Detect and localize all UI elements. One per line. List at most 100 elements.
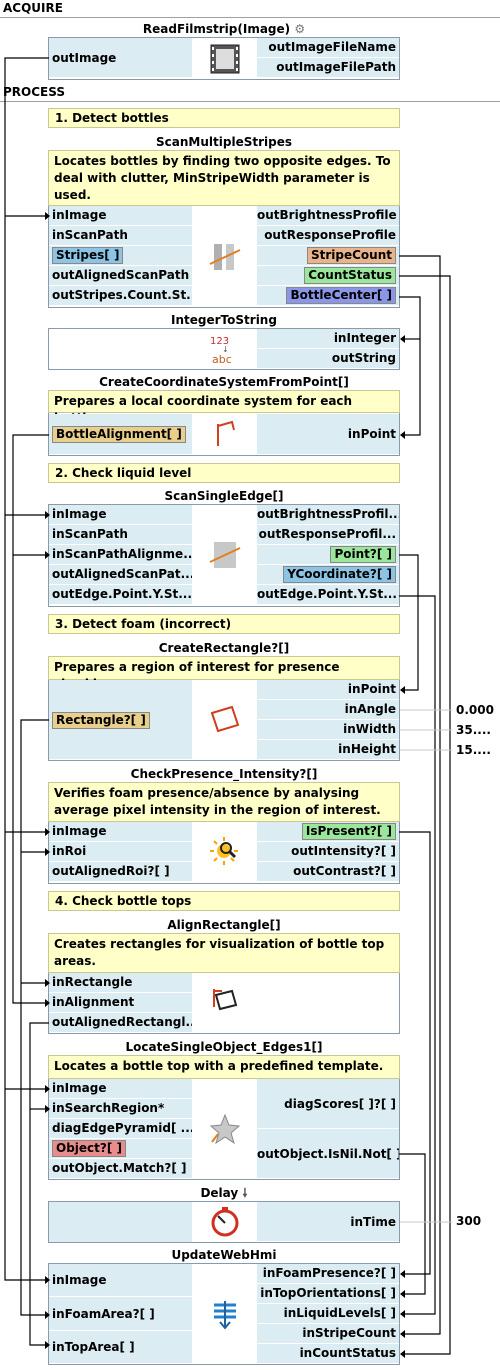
port-in-count-status[interactable]: inCountStatus [257,1344,399,1364]
port-bottle-center[interactable]: BottleCenter[ ] [257,286,399,306]
comment-check-liquid-level[interactable]: 2. Check liquid level [48,463,400,483]
port-out-object-is-nil-not[interactable]: outObject.IsNil.Not[ ] [257,1129,399,1179]
port-in-roi[interactable]: inRoi [49,842,192,862]
block-title-delay[interactable]: Delay 🠗 [48,1185,400,1201]
block-title-align-rectangle[interactable]: AlignRectangle[] [167,918,281,932]
port-bottle-alignment[interactable]: BottleAlignment[ ] [49,414,192,455]
port-out-string[interactable]: outString [257,349,399,369]
port-out-image[interactable]: outImage [49,38,192,78]
port-out-aligned-scan-path[interactable]: outAlignedScanPat... [49,565,192,585]
port-in-point[interactable]: inPoint [257,680,399,700]
block-description: Prepares a local coordinate system for e… [48,390,400,425]
port-in-foam-presence[interactable]: inFoamPresence?[ ] [257,1264,399,1284]
port-out-response-profile[interactable]: outResponseProfil... [257,525,399,545]
port-in-image[interactable]: inImage [49,1264,192,1297]
block-title-integer-to-string[interactable]: IntegerToString [171,313,277,327]
block-title-update-web-hmi[interactable]: UpdateWebHmi [171,1248,277,1262]
block-title-scan-multiple-stripes[interactable]: ScanMultipleStripes [156,135,292,149]
port-out-image-file-path[interactable]: outImageFilePath [257,58,399,78]
web-hmi-upload-icon [214,1301,236,1330]
port-in-alignment[interactable]: inAlignment [49,993,192,1013]
port-in-integer[interactable]: inInteger [257,329,399,349]
port-in-height[interactable]: inHeight [257,740,399,760]
block-icon-area [192,329,257,369]
block-icon-area [192,206,257,306]
block-description: Locates a bottle top with a predefined t… [48,1055,400,1079]
comment-detect-bottles[interactable]: 1. Detect bottles [48,108,400,128]
port-in-foam-area[interactable]: inFoamArea?[ ] [49,1297,192,1331]
rectangle-icon [210,705,240,733]
port-in-width[interactable]: inWidth [257,720,399,740]
port-is-present[interactable]: IsPresent?[ ] [257,822,399,842]
number-to-text-icon: 123 ↓ abc [210,336,232,366]
block-title-create-rectangle[interactable]: CreateRectangle?[] [158,641,290,655]
port-stripes[interactable]: Stripes[ ] [49,246,192,266]
block-description: Verifies foam presence/absence by analys… [48,782,400,822]
block-title-scan-single-edge[interactable]: ScanSingleEdge[] [164,489,284,503]
port-out-intensity[interactable]: outIntensity?[ ] [257,842,399,862]
value-in-height[interactable]: 15.... [456,743,491,757]
port-in-scan-path[interactable]: inScanPath [49,226,192,246]
comment-detect-foam[interactable]: 3. Detect foam (incorrect) [48,614,400,634]
port-out-edge-point-y[interactable]: outEdge.Point.Y.St... [49,585,192,605]
coordinate-system-icon [217,420,235,446]
port-out-stripes-count[interactable]: outStripes.Count.St... [49,286,192,306]
port-tag: CountStatus [304,267,396,284]
block-title-locate-single-object[interactable]: LocateSingleObject_Edges1[] [125,1040,323,1054]
port-point[interactable]: Point?[ ] [257,545,399,565]
value-in-angle[interactable]: 0.000 [456,703,494,717]
port-in-image[interactable]: inImage [49,1079,192,1099]
port-in-image[interactable]: inImage [49,822,192,842]
section-process: PROCESS [3,85,65,99]
port-count-status[interactable]: CountStatus [257,266,399,286]
port-in-angle[interactable]: inAngle [257,700,399,720]
port-diag-edge-pyramid[interactable]: diagEdgePyramid[ ... [49,1119,192,1139]
svg-text:↓: ↓ [222,345,229,354]
port-diag-scores[interactable]: diagScores[ ]?[ ] [257,1079,399,1129]
port-in-scan-path[interactable]: inScanPath [49,525,192,545]
port-in-liquid-levels[interactable]: inLiquidLevels[ ] [257,1304,399,1324]
port-out-edge-point-y-out[interactable]: outEdge.Point.Y.St... [257,585,399,605]
port-in-image[interactable]: inImage [49,206,192,226]
block-title-check-presence[interactable]: CheckPresence_Intensity?[] [130,767,318,781]
block-description: Prepares a region of interest for presen… [48,656,400,691]
port-in-stripe-count[interactable]: inStripeCount [257,1324,399,1344]
port-out-contrast[interactable]: outContrast?[ ] [257,862,399,882]
port-out-object-match[interactable]: outObject.Match?[ ] [49,1159,192,1179]
port-out-aligned-rectangle[interactable]: outAlignedRectangl... [49,1013,192,1033]
port-in-time[interactable]: inTime [257,1202,399,1242]
value-in-time[interactable]: 300 [456,1214,482,1228]
port-tag: IsPresent?[ ] [301,823,396,840]
port-out-brightness-profile[interactable]: outBrightnessProfil... [257,505,399,525]
port-in-point[interactable]: inPoint [257,414,399,455]
port-in-scan-path-alignment[interactable]: inScanPathAlignme... [49,545,192,565]
gear-icon[interactable]: ⚙ [294,22,306,36]
block-title-text: Delay [200,1186,239,1200]
port-tag: Point?[ ] [330,546,396,563]
port-tag: Object?[ ] [52,1140,126,1157]
port-in-top-orientations[interactable]: inTopOrientations[ ] [257,1284,399,1304]
block-title-read-filmstrip[interactable]: ReadFilmstrip(Image) ⚙ [48,21,400,37]
intensity-magnifier-icon [210,837,238,865]
port-out-aligned-scan-path[interactable]: outAlignedScanPath [49,266,192,286]
port-tag: Stripes[ ] [52,247,124,264]
stopwatch-icon [211,1207,239,1237]
port-in-top-area[interactable]: inTopArea[ ] [49,1331,192,1364]
block-empty-inputs [49,1202,192,1242]
port-out-brightness-profile[interactable]: outBrightnessProfile [257,206,399,226]
scan-stripes-icon [209,244,241,270]
port-in-image[interactable]: inImage [49,505,192,525]
port-out-image-file-name[interactable]: outImageFileName [257,38,399,58]
port-in-rectangle[interactable]: inRectangle [49,973,192,993]
port-out-response-profile[interactable]: outResponseProfile [257,226,399,246]
port-in-search-region[interactable]: inSearchRegion* [49,1099,192,1119]
value-in-width[interactable]: 35.... [456,723,491,737]
block-title-create-coordinate-system[interactable]: CreateCoordinateSystemFromPoint[] [99,375,349,389]
port-rectangle[interactable]: Rectangle?[ ] [49,680,192,760]
port-object[interactable]: Object?[ ] [49,1139,192,1159]
port-stripe-count[interactable]: StripeCount [257,246,399,266]
port-out-aligned-roi[interactable]: outAlignedRoi?[ ] [49,862,192,882]
port-y-coordinate[interactable]: YCoordinate?[ ] [257,565,399,585]
port-tag: StripeCount [306,247,396,264]
comment-check-bottle-tops[interactable]: 4. Check bottle tops [48,891,400,911]
